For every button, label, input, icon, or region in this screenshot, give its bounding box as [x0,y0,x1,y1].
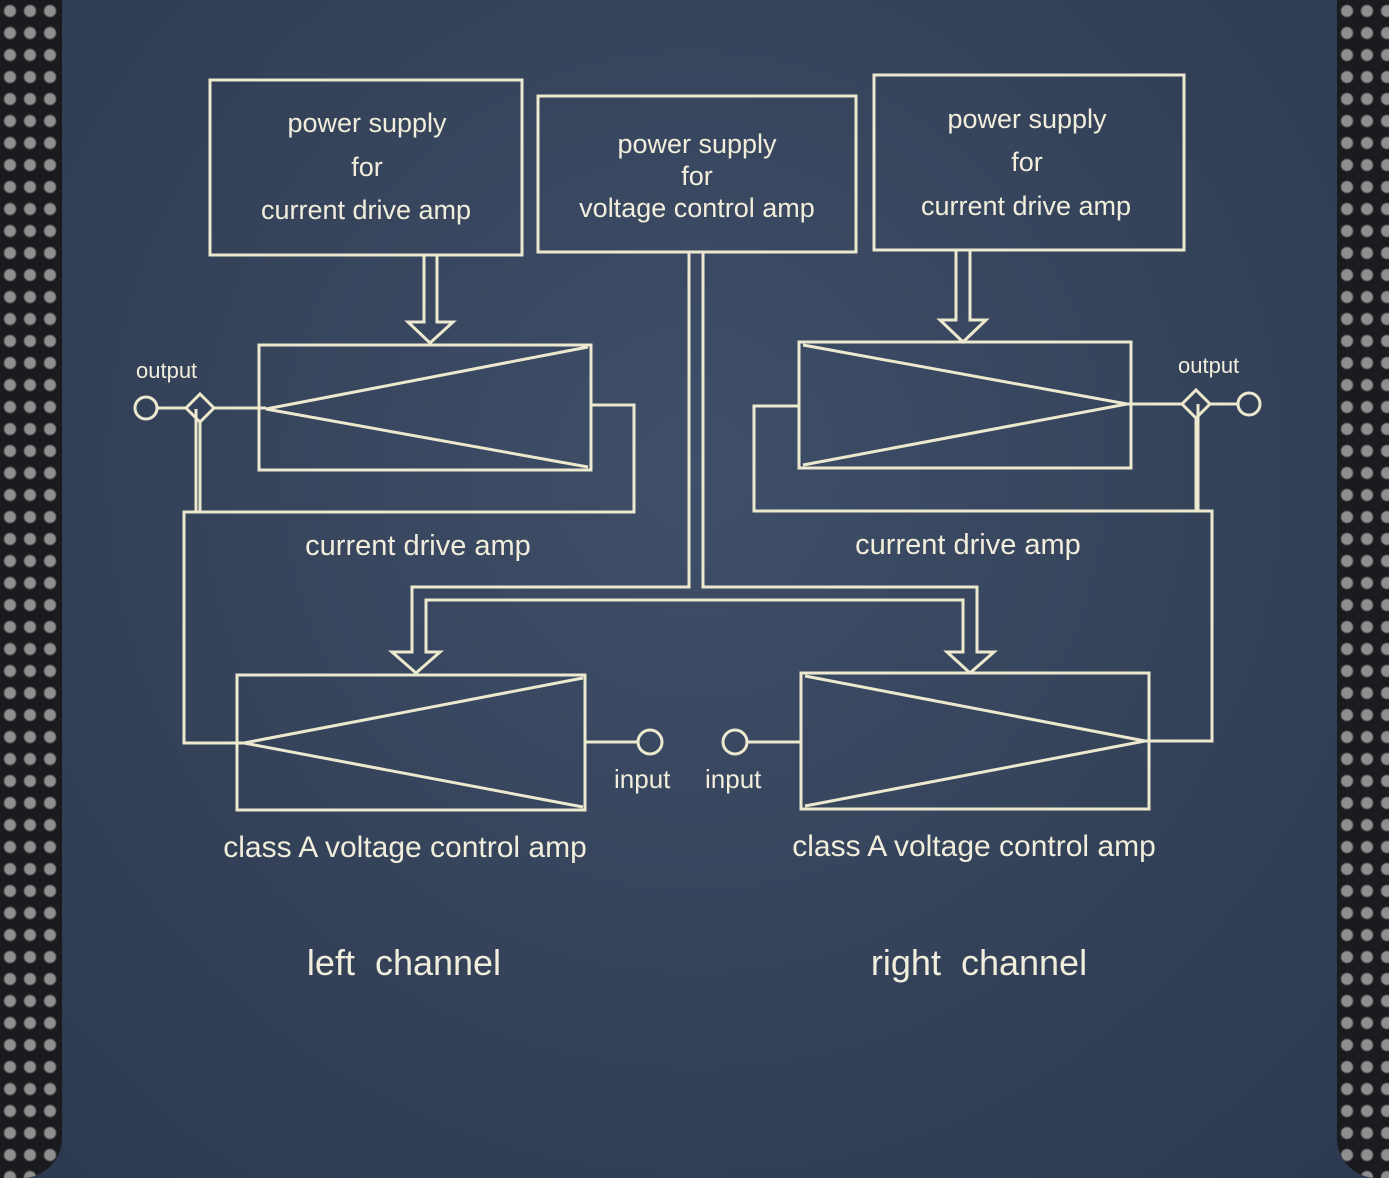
speaker-grille-right [1337,0,1389,1178]
psu-left-line2: for [351,152,383,182]
psu-right-box [872,73,1186,252]
output-left-junction [183,391,217,425]
output-right-label: output [1178,353,1239,378]
input-left-terminal [636,728,664,756]
right-channel-label: right channel [871,942,1087,983]
input-right-label: input [705,764,762,794]
psu-left-box [208,78,524,257]
psu-left-arrow [404,255,457,346]
current-drive-amp-right [752,340,1200,513]
psu-right-line1: power supply [947,104,1107,134]
current-drive-left-label: current drive amp [305,530,531,562]
psu-center-line1: power supply [617,129,777,159]
psu-left-line1: power supply [287,108,447,138]
input-left-label: input [614,764,671,794]
voltage-left-label: class A voltage control amp [223,831,587,864]
psu-right-arrow [936,250,990,345]
speaker-grille-left [0,0,62,1178]
psu-center-feed [388,252,998,676]
current-drive-right-label: current drive amp [855,529,1081,561]
psu-right-line3: current drive amp [921,191,1131,221]
output-left-terminal [133,395,159,421]
current-drive-amp-left [194,343,636,514]
psu-center-line3: voltage control amp [579,193,815,223]
output-right-terminal [1236,391,1262,417]
output-right-junction [1179,387,1213,421]
feedback-right [1145,418,1214,743]
psu-center-line2: for [681,161,713,191]
psu-left-line3: current drive amp [261,195,471,225]
output-left-label: output [136,358,197,383]
voltage-amp-left [235,673,587,812]
psu-right-line2: for [1011,147,1043,177]
feedback-left [182,422,244,745]
voltage-amp-right [799,671,1151,811]
left-channel-label: left channel [307,942,501,983]
psu-center-box [536,94,858,254]
voltage-right-label: class A voltage control amp [792,830,1156,863]
input-right-terminal [721,728,749,756]
